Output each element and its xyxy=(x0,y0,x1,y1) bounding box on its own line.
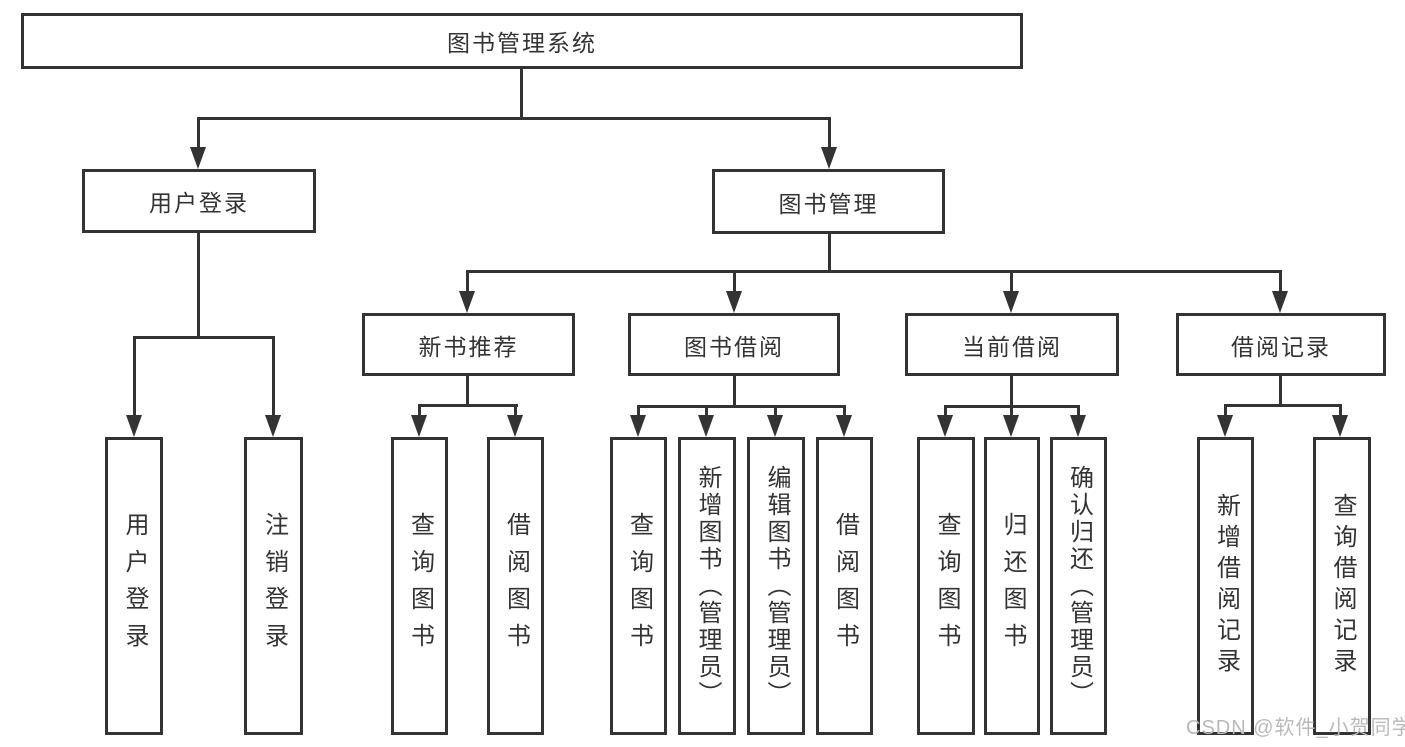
arrowhead xyxy=(836,415,852,437)
node-logout-action-label: 注销登录 xyxy=(260,512,288,660)
node-borrow-borrow: 借阅图书 xyxy=(816,437,873,735)
node-newbook-query: 查询图书 xyxy=(391,437,448,735)
connector-vline xyxy=(466,270,469,293)
connector-vline xyxy=(733,270,736,293)
arrowhead xyxy=(937,415,953,437)
connector-hline xyxy=(418,404,518,407)
connector-vline xyxy=(418,404,421,417)
arrowhead xyxy=(1272,291,1288,313)
arrowhead xyxy=(459,291,475,313)
node-borrow-edit-admin-label: 编辑图书（管理员） xyxy=(763,464,790,708)
connector-hline xyxy=(466,270,1282,273)
node-current-return: 归还图书 xyxy=(984,437,1040,735)
connector-vline xyxy=(1279,376,1282,406)
connector-vline xyxy=(828,118,831,148)
node-login-action: 用户登录 xyxy=(105,437,163,735)
connector-vline xyxy=(197,233,200,338)
arrowhead xyxy=(1003,415,1019,437)
arrowhead xyxy=(821,147,837,169)
connector-vline xyxy=(828,234,831,272)
connector-hline xyxy=(637,405,846,408)
node-login-action-label: 用户登录 xyxy=(121,512,148,660)
node-records-add: 新增借阅记录 xyxy=(1197,437,1254,735)
node-current-borrow: 当前借阅 xyxy=(905,313,1119,376)
connector-vline xyxy=(133,336,136,416)
connector-vline xyxy=(774,405,777,417)
watermark-text: CSDN @软件_小贺同学 xyxy=(1186,717,1405,739)
node-user-login: 用户登录 xyxy=(82,169,316,233)
node-current-return-label: 归还图书 xyxy=(999,512,1026,660)
node-records-add-label: 新增借阅记录 xyxy=(1212,493,1240,679)
node-current-borrow-label: 当前借阅 xyxy=(962,333,1062,360)
arrowhead xyxy=(190,147,206,169)
arrowhead xyxy=(1070,415,1086,437)
node-borrow-borrow-label: 借阅图书 xyxy=(831,512,859,660)
node-records-query: 查询借阅记录 xyxy=(1313,437,1371,735)
connector-vline xyxy=(1339,404,1342,417)
connector-vline xyxy=(1010,405,1013,417)
connector-hline xyxy=(1224,404,1342,407)
connector-vline xyxy=(272,336,275,416)
node-book-borrow-label: 图书借阅 xyxy=(684,333,784,360)
node-user-login-label: 用户登录 xyxy=(149,190,249,216)
connector-vline xyxy=(637,405,640,417)
connector-vline xyxy=(1010,376,1013,407)
node-newbook-borrow: 借阅图书 xyxy=(487,437,544,735)
connector-vline xyxy=(705,405,708,417)
arrowhead xyxy=(726,291,742,313)
arrowhead xyxy=(507,415,523,437)
arrowhead xyxy=(1003,291,1019,313)
node-borrow-records: 借阅记录 xyxy=(1176,313,1386,376)
arrowhead xyxy=(698,415,714,437)
connector-hline xyxy=(133,336,275,339)
node-new-book-recommend-label: 新书推荐 xyxy=(418,333,519,360)
arrowhead xyxy=(767,415,783,437)
node-borrow-add-admin: 新增图书（管理员） xyxy=(678,437,736,735)
arrowhead xyxy=(1332,415,1348,437)
node-newbook-borrow-label: 借阅图书 xyxy=(502,512,530,660)
arrowhead xyxy=(630,415,646,437)
connector-vline xyxy=(1224,404,1227,417)
connector-vline xyxy=(520,69,523,119)
connector-hline xyxy=(197,117,831,120)
node-records-query-label: 查询借阅记录 xyxy=(1329,493,1356,679)
node-borrow-query: 查询图书 xyxy=(610,437,667,735)
node-borrow-query-label: 查询图书 xyxy=(625,512,653,660)
node-current-confirm-admin: 确认归还（管理员） xyxy=(1050,437,1107,735)
arrowhead xyxy=(411,415,427,437)
connector-vline xyxy=(1010,270,1013,293)
node-borrow-edit-admin: 编辑图书（管理员） xyxy=(747,437,805,735)
connector-vline xyxy=(197,118,200,148)
arrowhead xyxy=(1217,415,1233,437)
connector-vline xyxy=(843,405,846,417)
arrowhead xyxy=(265,415,281,437)
node-book-management-label: 图书管理 xyxy=(778,190,879,217)
node-new-book-recommend: 新书推荐 xyxy=(362,313,575,376)
connector-vline xyxy=(733,376,736,407)
connector-vline xyxy=(514,404,517,417)
node-borrow-records-label: 借阅记录 xyxy=(1231,333,1331,360)
node-root: 图书管理系统 xyxy=(21,13,1023,69)
node-book-management: 图书管理 xyxy=(712,169,945,234)
node-current-query: 查询图书 xyxy=(917,437,975,735)
node-current-confirm-admin-label: 确认归还（管理员） xyxy=(1065,464,1093,708)
connector-vline xyxy=(466,376,469,406)
node-current-query-label: 查询图书 xyxy=(933,512,960,660)
node-book-borrow: 图书借阅 xyxy=(628,313,840,376)
node-borrow-add-admin-label: 新增图书（管理员） xyxy=(694,464,721,708)
connector-vline xyxy=(1279,270,1282,293)
connector-vline xyxy=(1077,405,1080,417)
connector-vline xyxy=(944,405,947,417)
node-logout-action: 注销登录 xyxy=(244,437,303,735)
node-root-label: 图书管理系统 xyxy=(447,30,597,56)
node-newbook-query-label: 查询图书 xyxy=(406,512,434,660)
arrowhead xyxy=(126,415,142,437)
